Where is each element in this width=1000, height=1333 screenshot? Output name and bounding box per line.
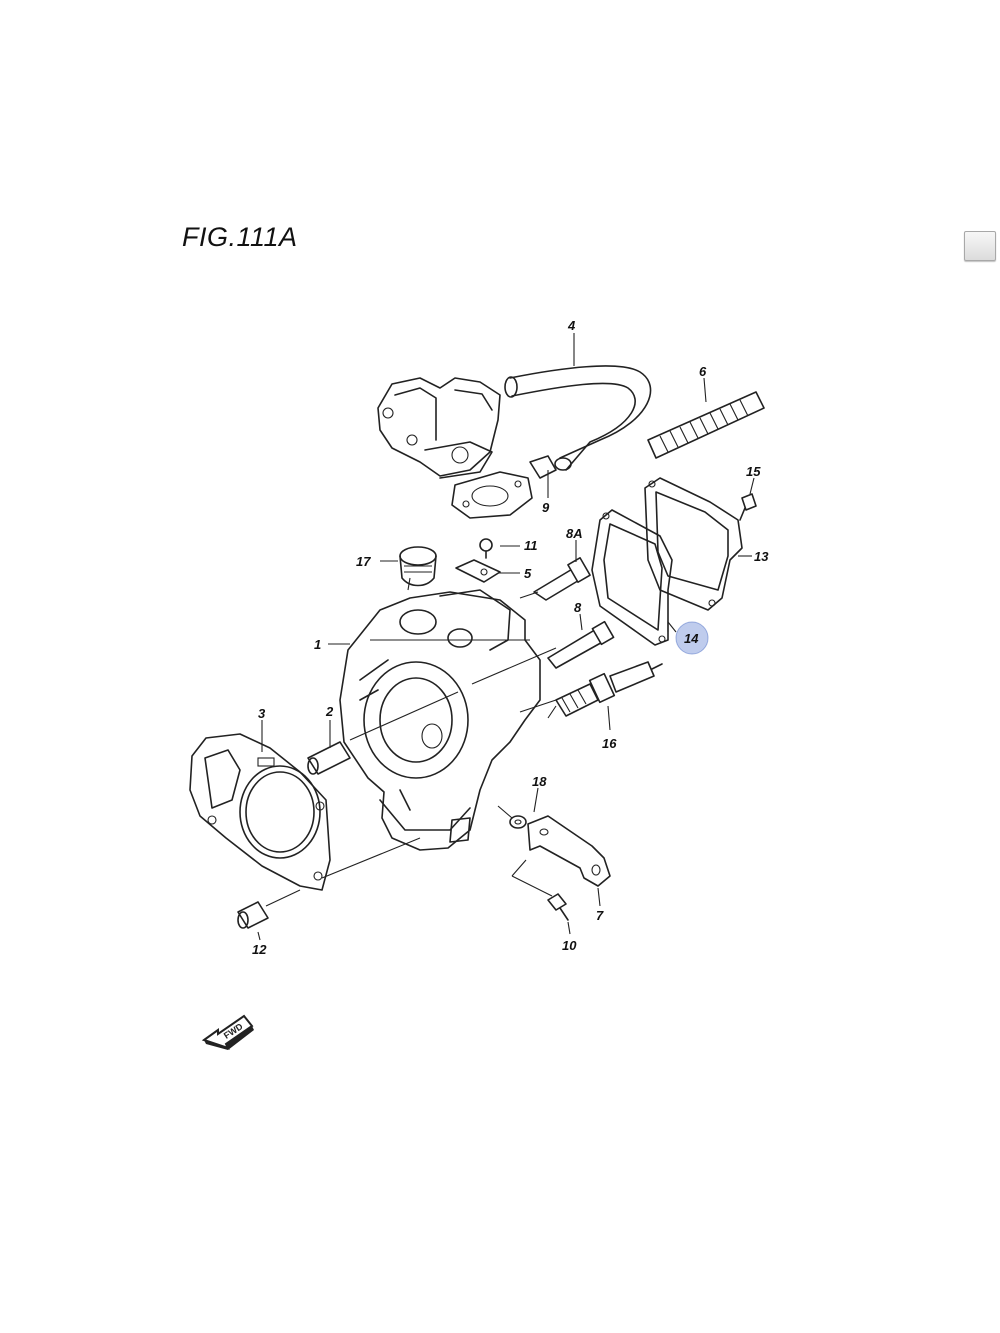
fwd-direction-arrow: FWD (201, 1014, 254, 1050)
part-9-gasket[interactable] (451, 455, 557, 519)
callout-6: 6 (699, 364, 707, 379)
part-8-bolt[interactable] (547, 620, 615, 669)
leader-lines (257, 333, 755, 941)
part-3-head-gasket[interactable] (189, 733, 331, 891)
side-panel-button[interactable] (964, 231, 996, 261)
callout-17: 17 (356, 554, 371, 569)
callout-9: 9 (542, 500, 550, 515)
part-5-plate[interactable] (455, 559, 501, 583)
part-4-hose[interactable] (504, 365, 652, 471)
part-17-thermostat[interactable] (399, 546, 437, 587)
part-18-washer[interactable] (509, 815, 527, 829)
callout-13: 13 (754, 549, 769, 564)
callout-8: 8 (574, 600, 582, 615)
part-16-spark-plug[interactable] (555, 661, 663, 717)
callout-12: 12 (252, 942, 267, 957)
part-8a-bolt[interactable] (533, 557, 591, 601)
callout-1: 1 (314, 637, 321, 652)
callout-3: 3 (258, 706, 266, 721)
thermostat-cover[interactable] (377, 377, 501, 479)
callout-labels: 4 6 15 9 13 14 11 5 8A 8 17 1 16 3 2 18 … (252, 318, 769, 957)
callout-4: 4 (567, 318, 576, 333)
callout-5: 5 (524, 566, 532, 581)
part-14-gasket[interactable] (591, 509, 673, 646)
callout-14: 14 (684, 631, 699, 646)
part-1-cylinder-head[interactable] (339, 589, 541, 851)
callout-7: 7 (596, 908, 604, 923)
callout-10: 10 (562, 938, 577, 953)
part-15-bolt[interactable] (739, 493, 757, 521)
callout-11: 11 (524, 538, 538, 553)
part-6-spring-sleeve[interactable] (647, 391, 765, 459)
callout-14-highlight[interactable] (675, 621, 709, 655)
callout-16: 16 (602, 736, 617, 751)
callout-15: 15 (746, 464, 761, 479)
callout-8a: 8A (566, 526, 583, 541)
part-11-screw[interactable] (479, 538, 493, 559)
part-7-bracket[interactable] (527, 815, 611, 887)
callout-2: 2 (325, 704, 334, 719)
figure-title: FIG.111A (182, 222, 298, 252)
part-13-cover[interactable] (644, 477, 743, 611)
part-12-dowel[interactable] (237, 901, 269, 929)
callout-18: 18 (532, 774, 547, 789)
part-2-dowel-pin[interactable] (307, 741, 351, 775)
part-10-bolt[interactable] (547, 893, 569, 921)
